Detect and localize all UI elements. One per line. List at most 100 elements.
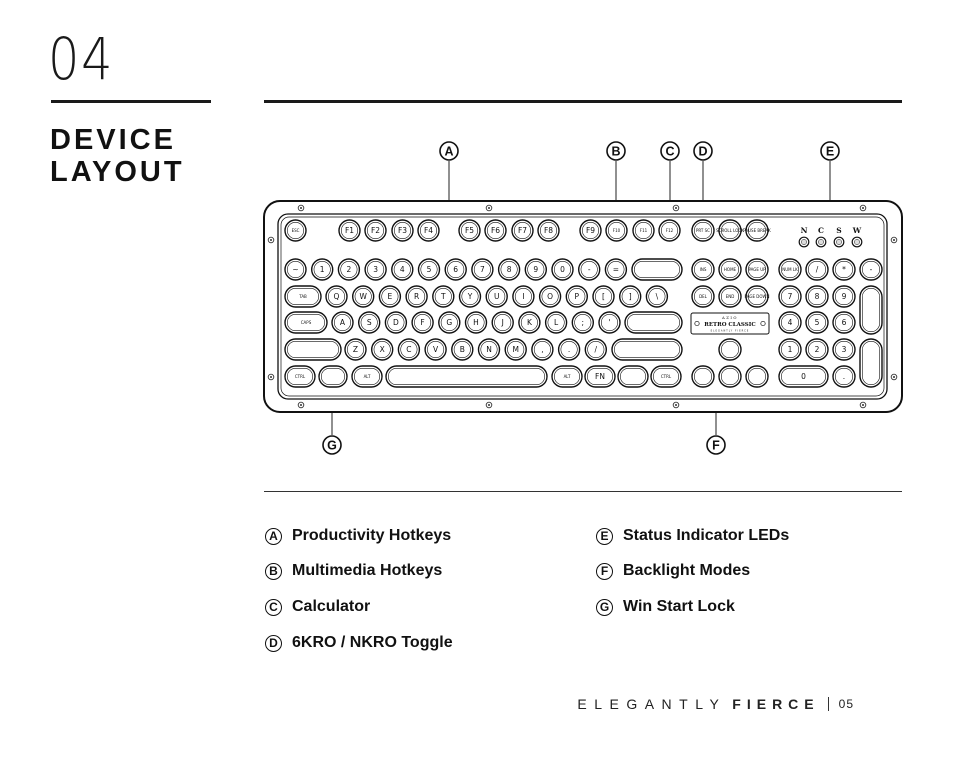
key-tab-row-0-outer: [284, 285, 322, 308]
key-bottom-row-4-inner: [652, 367, 679, 385]
key-function-row-7-label: F7: [518, 226, 527, 235]
key-numpad-row-1-3-outer: [859, 258, 883, 281]
key-numpad-row-4-2-label: 3: [842, 345, 847, 354]
key-number-row-3: 3: [364, 258, 387, 281]
key-bottom-row-3: FN: [584, 365, 616, 388]
key-shift-row-8: .: [557, 338, 581, 361]
key--0-inner: [861, 287, 880, 332]
key-number-row-5: 5: [417, 258, 441, 281]
key-numpad-row-2-1-inner: [807, 287, 826, 305]
key-number-row-8-label: 8: [507, 265, 512, 274]
key--0-inner: [619, 367, 646, 385]
key-numpad-row-3-2: 6: [832, 311, 856, 334]
key-shift-row-6-inner: [507, 340, 525, 358]
key-function-row-2-outer: [364, 219, 387, 242]
key-caps-row-11: ': [598, 311, 621, 334]
key-numpad-row-2-1-outer: [805, 285, 829, 308]
key-function-row-2-inner: [366, 222, 384, 240]
key-tab-row-4-inner: [408, 287, 426, 305]
key-function-row-0-outer: [284, 219, 307, 242]
key-nav-top-1: HOME: [718, 258, 742, 281]
legend-item-d: D 6KRO / NKRO Toggle: [265, 634, 453, 652]
key-numpad-row-3-1-outer: [805, 311, 829, 334]
case-screw-center-7: [862, 404, 864, 406]
key-numpad-row-2-2-outer: [832, 285, 856, 308]
key-shift-row-9: /: [584, 338, 607, 361]
key-tab-row-3: E: [378, 285, 402, 308]
key-bottom-row-1-outer: [351, 365, 383, 388]
callout-circle-f: [706, 435, 726, 455]
key-function-row-10-label: F10: [613, 228, 621, 233]
legend-label-d: 6KRO / NKRO Toggle: [292, 634, 453, 651]
key-caps-row-0: CAPS: [284, 311, 328, 334]
key-bottom-row-3-inner: [586, 367, 613, 385]
key-tab-row-3-outer: [378, 285, 402, 308]
key-caps-row-0-label: CAPS: [301, 320, 312, 325]
key-numpad-row-4-1: 2: [805, 338, 829, 361]
key-shift-row-0-outer: [344, 338, 367, 361]
key-numpad-dot-0: .: [832, 365, 856, 388]
legend-label-c: Calculator: [292, 598, 371, 615]
key-tab-row-2-outer: [352, 285, 375, 308]
key-number-row-12: =: [604, 258, 628, 281]
key-number-row-11-label: -: [588, 265, 591, 274]
legend-badge-d: D: [265, 634, 282, 652]
key-function-row-4: F4: [417, 219, 440, 242]
key-function-row-14-inner: [720, 222, 739, 240]
section-divider: [264, 491, 902, 492]
key-numpad-row-2-2: 9: [832, 285, 856, 308]
key-shift-row-7-outer: [531, 338, 554, 361]
key-numpad-dot-0-inner: [834, 367, 853, 385]
badge-screw-right: [760, 320, 766, 327]
key-function-row-15-outer: [745, 219, 769, 242]
key-function-row-8-label: F8: [544, 226, 553, 235]
key-function-row-11-outer: [632, 219, 655, 242]
header-rule-left: [51, 100, 211, 103]
key-function-row-6-inner: [486, 222, 504, 240]
key-caps-row-5: G: [438, 311, 461, 334]
key-function-row-1: F1: [338, 219, 361, 242]
key-tab-row-5: T: [432, 285, 455, 308]
key-caps-row-2-label: S: [367, 318, 372, 327]
key-number-row-2-inner: [340, 260, 358, 278]
key-tab-row-3-inner: [381, 287, 399, 305]
callout-circle-g: [322, 435, 342, 455]
key--0-outer: [718, 365, 742, 388]
key-numpad-row-3-1: 5: [805, 311, 829, 334]
key-number-row-8-outer: [497, 258, 521, 281]
key-caps-row-5-outer: [438, 311, 461, 334]
key-shift-row-0-label: Z: [353, 345, 358, 354]
key--0-inner: [747, 367, 766, 385]
key-function-row-3-label: F3: [398, 226, 407, 235]
key--0-outer: [859, 285, 883, 335]
key-caps-row-6-label: H: [473, 318, 479, 327]
key-function-row-7-outer: [511, 219, 534, 242]
key-function-row-1-label: F1: [345, 226, 354, 235]
key-caps-row-11-inner: [600, 313, 618, 331]
key-tab-row-3-label: E: [388, 292, 393, 301]
key-caps-row-2-outer: [358, 311, 381, 334]
page-title-line-1: DEVICE: [50, 124, 176, 156]
key-tab-row-7-inner: [488, 287, 506, 305]
key-caps-row-10: ;: [571, 311, 594, 334]
case-screw-center-10: [893, 239, 895, 241]
key-bottom-row-1: ALT: [351, 365, 383, 388]
key-tab-row-13-inner: [648, 287, 666, 305]
key-number-row-7-inner: [473, 260, 491, 278]
key-bottom-row-0: CTRL: [284, 365, 316, 388]
key-nav-mid-2-inner: [747, 287, 766, 305]
key-tab-row-4-label: R: [414, 292, 419, 301]
key-shift-row-2-outer: [397, 338, 421, 361]
legend-label-b: Multimedia Hotkeys: [292, 562, 443, 579]
key-tab-row-13-label: \: [656, 292, 659, 301]
key-function-row-5-label: F5: [465, 226, 474, 235]
callout-label-g: G: [327, 439, 337, 453]
key-caps-row-6: H: [464, 311, 488, 334]
key-caps-row-1-inner: [333, 313, 351, 331]
key-number-row-4-inner: [393, 260, 411, 278]
key-caps-row-3: D: [384, 311, 408, 334]
key-numpad-row-3-2-label: 6: [842, 318, 847, 327]
key-caps-row-7: J: [491, 311, 514, 334]
key-nav-mid-0-inner: [693, 287, 712, 305]
